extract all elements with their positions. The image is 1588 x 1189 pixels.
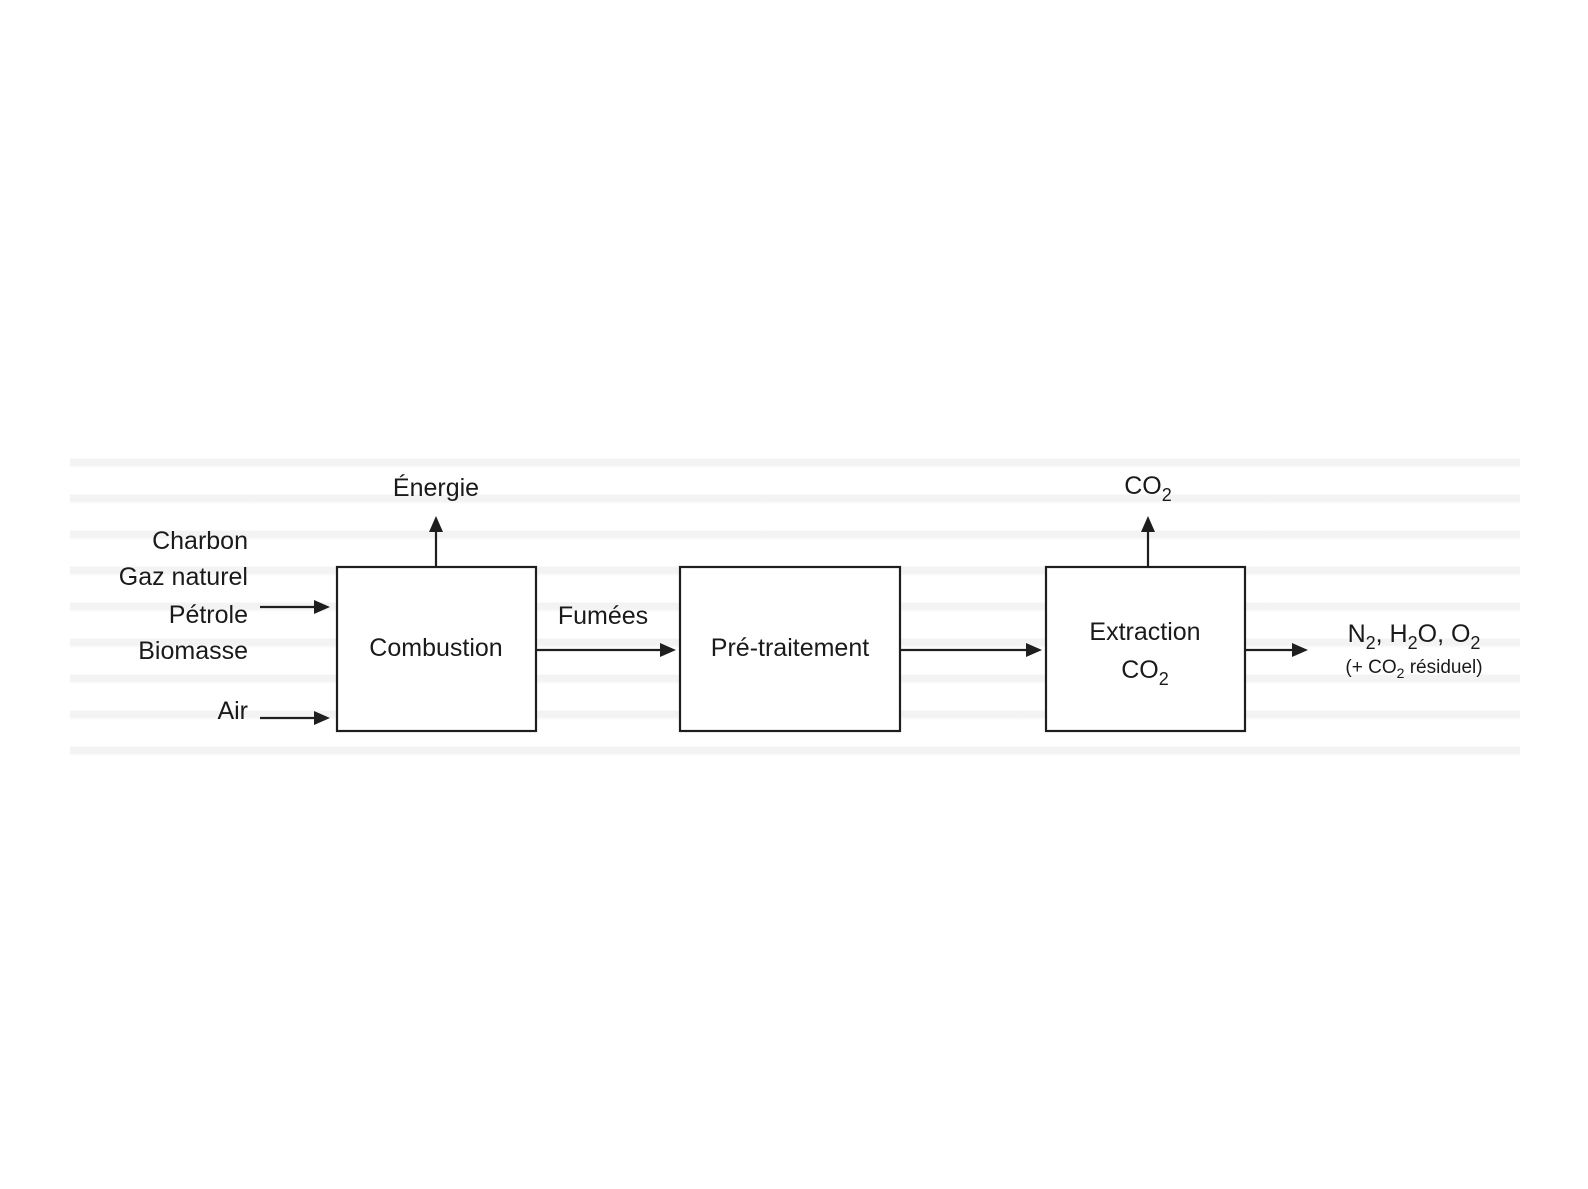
node-extraction-label: Extraction [1089, 618, 1200, 646]
input-air: Air [217, 697, 248, 725]
arrow-extraction-to-output [1245, 643, 1308, 657]
node-pretraitement [678, 565, 902, 733]
output-energie: Énergie [393, 473, 479, 502]
output-n2-h2o-o2: N2, H2O, O2 [1348, 620, 1481, 653]
node-combustion-label: Combustion [369, 634, 502, 662]
flow-label-fumees: Fumées [558, 602, 648, 630]
arrow-air-to-combustion [260, 711, 330, 725]
input-biomasse: Biomasse [138, 637, 248, 665]
node-extraction-co2-label: CO2 [1121, 656, 1169, 689]
node-combustion [335, 565, 538, 733]
arrow-combustion-to-pretraitement [536, 643, 676, 657]
arrow-extraction-to-co2 [1141, 516, 1155, 567]
arrow-fuels-to-combustion [260, 600, 330, 614]
output-co2-residuel: (+ CO2 résiduel) [1345, 657, 1482, 681]
input-charbon: Charbon [152, 527, 248, 555]
node-pretraitement-label: Pré-traitement [711, 634, 869, 662]
node-extraction-co2 [1044, 565, 1247, 733]
output-co2: CO2 [1124, 472, 1172, 505]
arrow-combustion-to-energie [429, 516, 443, 567]
input-petrole: Pétrole [169, 601, 248, 629]
arrow-pretraitement-to-extraction [900, 643, 1042, 657]
input-gaz-naturel: Gaz naturel [119, 563, 248, 591]
